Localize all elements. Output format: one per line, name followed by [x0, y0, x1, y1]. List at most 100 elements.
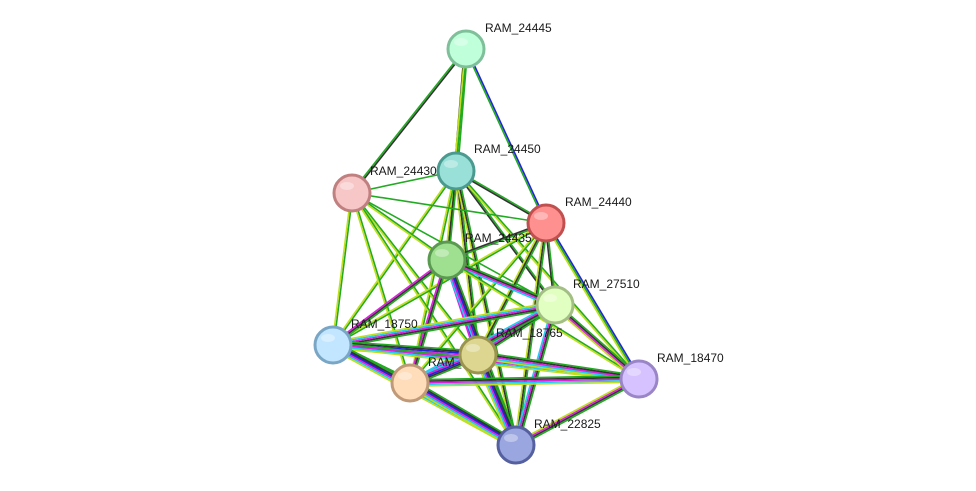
edge-strand — [333, 305, 556, 348]
edge-strand — [333, 307, 556, 349]
edge-strand — [333, 260, 449, 347]
edge-strand — [464, 48, 546, 224]
edge-strand — [446, 260, 640, 381]
edge-strand — [332, 259, 448, 346]
edge-RAM_24440-RAM_22825 — [513, 222, 549, 446]
nodes-layer — [313, 29, 659, 465]
edge-strand — [332, 302, 555, 345]
node-RAM_18470[interactable] — [619, 359, 659, 399]
edge-strand — [514, 304, 556, 446]
node-RAM_unlabeled[interactable] — [390, 363, 430, 403]
edge-strand — [546, 221, 642, 379]
edge-strand — [409, 375, 639, 381]
node-RAM_24440[interactable] — [526, 203, 566, 243]
edge-strand — [456, 49, 469, 172]
edge-strand — [350, 193, 517, 446]
node-RAM_27510[interactable] — [535, 285, 575, 325]
edge-RAM_24450-RAM_18470 — [454, 169, 641, 381]
node-RAM_18765[interactable] — [458, 335, 498, 375]
node-RAM_24435[interactable] — [427, 240, 467, 280]
node-highlight — [627, 368, 641, 376]
edge-strand — [455, 169, 641, 379]
edge-strand — [516, 380, 641, 448]
edge-RAM_24430-RAM_18750 — [331, 192, 354, 346]
edge-strand — [477, 354, 640, 380]
edge-RAM_27510-RAM_22825 — [512, 304, 559, 446]
edge-RAM_24435-RAM_unlabeled — [407, 259, 450, 384]
edge-strand — [351, 192, 518, 445]
edge-strand — [409, 259, 448, 384]
edge-strand — [512, 304, 554, 445]
edge-strand — [517, 305, 559, 446]
edge-strand — [513, 222, 546, 445]
edge-strand — [410, 381, 640, 387]
node-label-RAM_18765: RAM_18765 — [496, 326, 563, 340]
node-RAM_24430[interactable] — [332, 173, 372, 213]
edge-RAM_24445-RAM_24430 — [350, 48, 468, 194]
edge-strand — [409, 376, 639, 383]
node-label-RAM_18470: RAM_18470 — [657, 351, 724, 365]
edge-strand — [352, 49, 468, 194]
edge-strand — [409, 378, 640, 384]
node-highlight — [340, 182, 354, 190]
edge-RAM_24450-RAM_22825 — [453, 170, 519, 446]
edge-strand — [332, 304, 556, 346]
edge-strand — [410, 380, 518, 444]
edge-strand — [331, 192, 353, 345]
edge-RAM_24435-RAM_18750 — [331, 258, 449, 347]
edge-strand — [447, 258, 556, 305]
node-RAM_24445[interactable] — [446, 29, 486, 69]
node-highlight — [504, 434, 518, 442]
node-highlight — [454, 38, 468, 46]
edge-strand — [331, 258, 447, 345]
edge-strand — [545, 222, 640, 380]
edge-RAM_24445-RAM_24440 — [464, 48, 548, 224]
node-RAM_22825[interactable] — [496, 425, 536, 465]
node-highlight — [543, 294, 557, 302]
edge-strand — [332, 301, 555, 343]
edge-strand — [516, 378, 640, 447]
edge-strand — [447, 257, 557, 304]
edge-RAM_18470-RAM_22825 — [514, 376, 641, 448]
edge-strand — [446, 260, 555, 307]
node-highlight — [444, 160, 458, 168]
edge-strand — [466, 48, 548, 224]
edge-strand — [332, 193, 354, 346]
node-highlight — [321, 334, 335, 342]
node-label-RAM_24430: RAM_24430 — [370, 164, 437, 178]
edge-strand — [411, 378, 519, 443]
edge-RAM_24440-RAM_18470 — [543, 221, 642, 381]
edge-RAM_27510-RAM_18750 — [332, 301, 556, 349]
edge-strand — [478, 351, 640, 377]
edge-strand — [351, 192, 547, 224]
node-RAM_24450[interactable] — [436, 151, 476, 191]
node-label-RAM_unlabeled: RAM_ — [428, 355, 462, 369]
edge-strand — [478, 352, 640, 379]
edge-strand — [330, 347, 515, 450]
node-highlight — [398, 372, 412, 380]
edge-strand — [350, 48, 466, 193]
edge-strand — [410, 379, 640, 386]
node-highlight — [435, 249, 449, 257]
edge-RAM_unlabeled-RAM_22825 — [407, 378, 519, 450]
node-highlight — [534, 212, 548, 220]
edge-strand — [515, 304, 557, 446]
labels-layer: RAM_24445RAM_24450RAM_24430RAM_24440RAM_… — [351, 21, 724, 431]
edge-strand — [455, 170, 517, 446]
node-RAM_18750[interactable] — [313, 325, 353, 365]
node-label-RAM_24445: RAM_24445 — [485, 21, 552, 35]
edge-strand — [410, 260, 450, 384]
node-label-RAM_24450: RAM_24450 — [474, 142, 541, 156]
edge-strand — [516, 223, 549, 446]
edges-layer — [330, 48, 642, 450]
edge-strand — [333, 341, 479, 354]
edge-strand — [456, 170, 519, 445]
edge-strand — [515, 377, 639, 446]
node-label-RAM_24440: RAM_24440 — [565, 195, 632, 209]
edge-strand — [407, 259, 447, 383]
edge-strand — [409, 382, 517, 447]
node-highlight — [466, 344, 480, 352]
edge-RAM_unlabeled-RAM_18470 — [409, 375, 640, 387]
edge-strand — [407, 385, 515, 450]
